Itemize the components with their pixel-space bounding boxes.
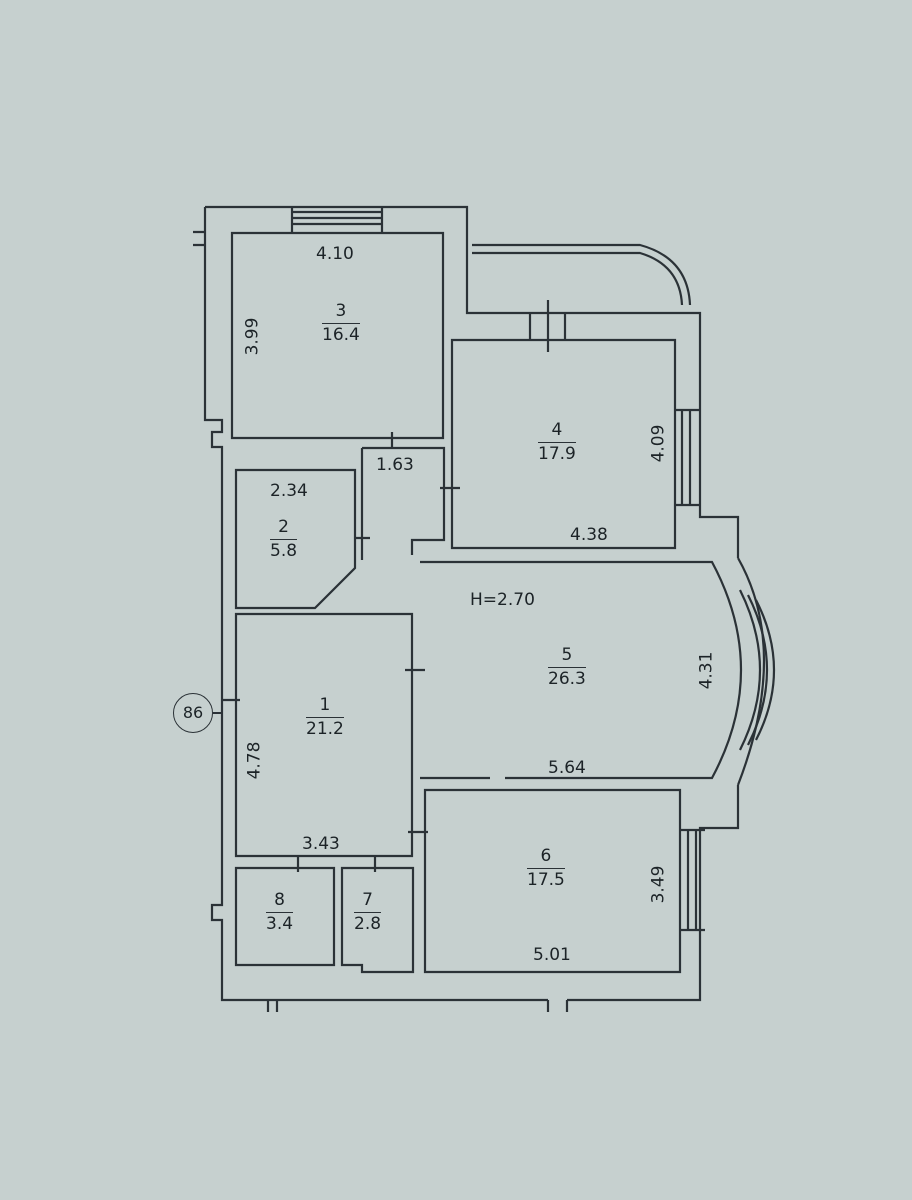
room-3: 3 16.4	[322, 303, 360, 344]
room4-outline	[450, 338, 677, 550]
room-number: 2	[270, 519, 298, 540]
room-area: 2.8	[354, 914, 382, 934]
room-8: 8 3.4	[266, 892, 294, 934]
room7-outline	[340, 866, 415, 974]
room-area: 21.2	[306, 719, 344, 739]
window-room6	[680, 828, 705, 932]
room-2: 2 5.8	[270, 519, 298, 561]
window-top	[290, 207, 384, 233]
door-marks	[222, 432, 460, 872]
room-number: 1	[306, 697, 344, 718]
room5-outline	[420, 560, 743, 780]
room1-outline	[234, 612, 414, 858]
room-area: 3.4	[266, 914, 294, 934]
room-6: 6 17.5	[527, 848, 565, 889]
bay-window	[739, 589, 775, 751]
dim-room1-height: 4.78	[244, 741, 265, 780]
room-number: 3	[322, 303, 360, 324]
balcony-outline	[472, 243, 692, 306]
room6-outline	[423, 788, 682, 974]
room-number: 7	[354, 892, 382, 913]
dim-corridor-width: 1.63	[376, 455, 414, 475]
room-5: 5 26.3	[548, 647, 586, 688]
room-area: 5.8	[270, 541, 298, 561]
dim-room2-width: 2.34	[270, 481, 308, 501]
room-number: 6	[527, 848, 565, 869]
room-area: 26.3	[548, 669, 586, 689]
room-4: 4 17.9	[538, 422, 576, 463]
room-area: 17.9	[538, 444, 576, 464]
room8-outline	[234, 866, 336, 967]
room-1: 1 21.2	[306, 697, 344, 738]
dim-room4-height: 4.09	[648, 424, 669, 463]
ceiling-height-label: H=2.70	[470, 590, 535, 610]
room-area: 17.5	[527, 870, 565, 890]
room-number: 8	[266, 892, 294, 913]
corridor-wall	[360, 446, 446, 560]
door-balcony	[528, 300, 567, 352]
dim-room5-width: 5.64	[548, 758, 586, 778]
room-number: 4	[538, 422, 576, 443]
dim-room6-height: 3.49	[648, 865, 669, 904]
bottom-openings	[193, 230, 569, 1012]
room-7: 7 2.8	[354, 892, 382, 934]
dim-room3-width: 4.10	[316, 244, 354, 264]
dim-room5-height: 4.31	[696, 651, 717, 690]
room2-outline	[234, 468, 357, 610]
dim-room4-width: 4.38	[570, 525, 608, 545]
inner-wall-line	[230, 231, 445, 440]
dim-room6-width: 5.01	[533, 945, 571, 965]
axis-marker: 86	[173, 693, 213, 733]
window-room4	[675, 408, 700, 507]
outer-wall	[203, 205, 766, 1002]
dim-room3-height: 3.99	[242, 317, 263, 356]
dim-room1-width: 3.43	[302, 834, 340, 854]
room-area: 16.4	[322, 325, 360, 345]
room-number: 5	[548, 647, 586, 668]
